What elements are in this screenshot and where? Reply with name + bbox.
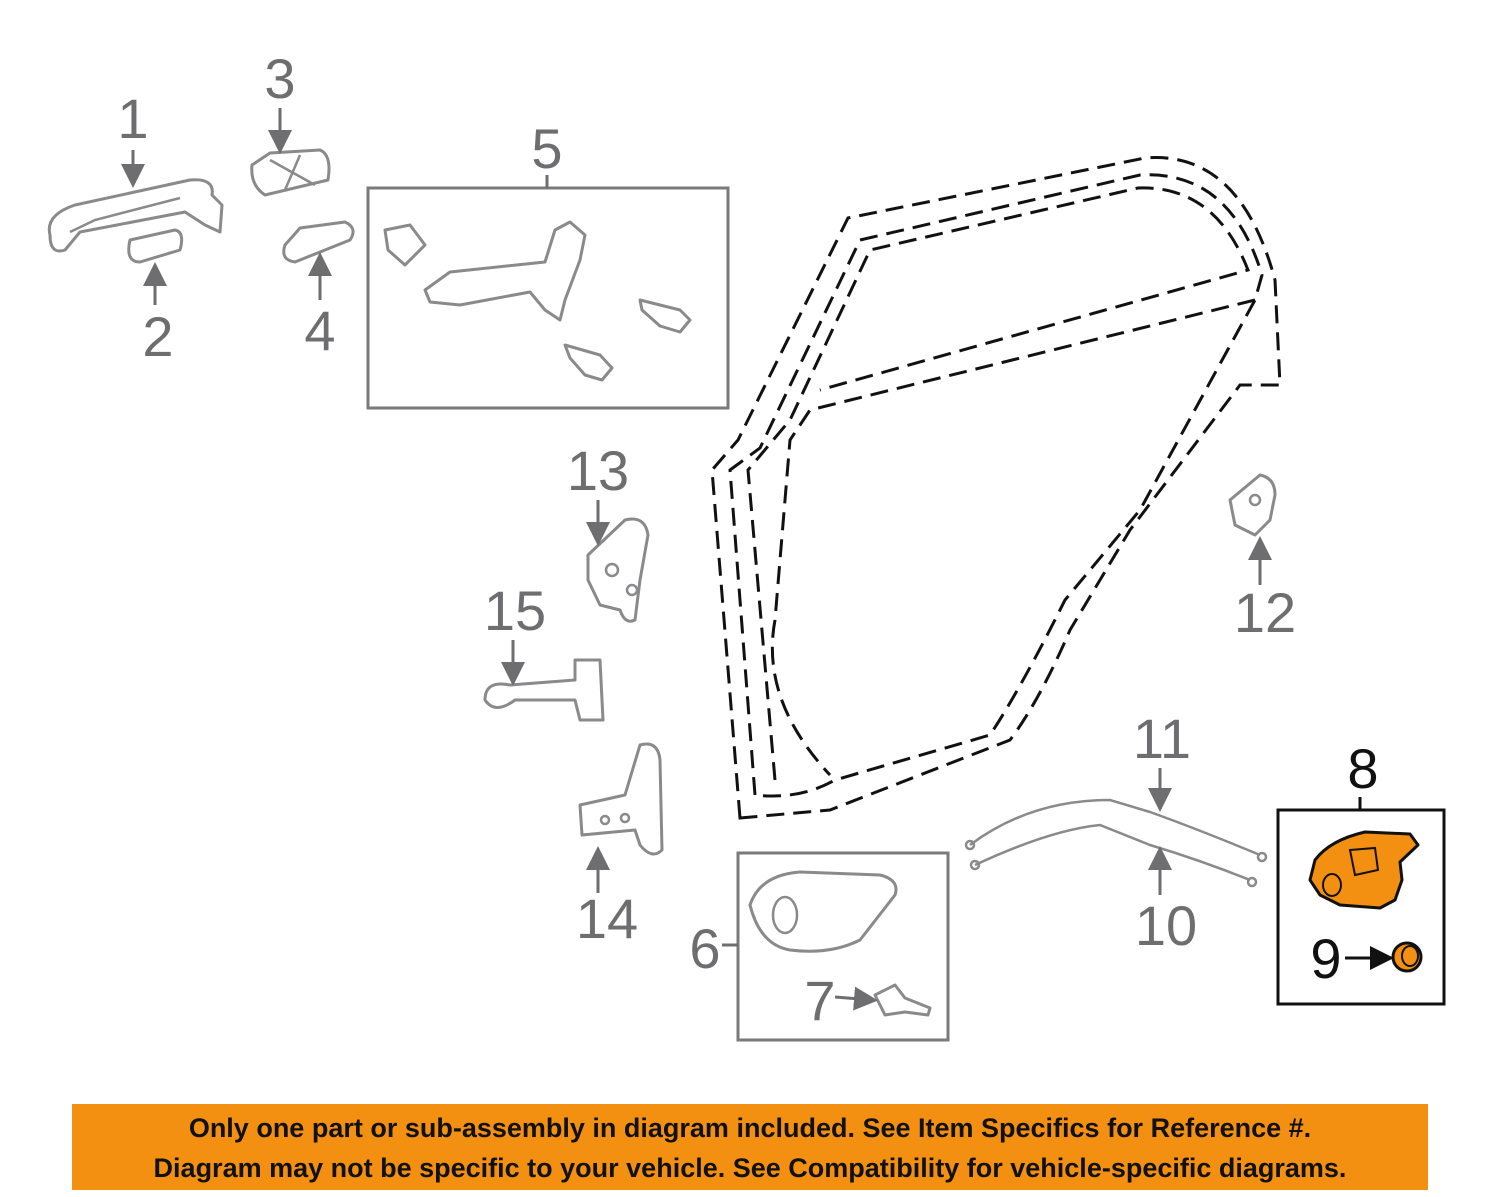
parts-diagram: 1 2 3 4 5 6 7 8 9 10 11 12 13 14 15 — [47, 47, 1446, 1042]
part-5-handle-frame — [383, 220, 692, 382]
part-15-door-check — [483, 658, 605, 722]
part-2-handle-pad — [127, 228, 184, 264]
callout-7: 7 — [804, 969, 835, 1032]
callout-10: 10 — [1135, 894, 1197, 957]
callout-12: 12 — [1234, 581, 1296, 644]
callout-1: 1 — [117, 87, 148, 150]
part-4-cover — [282, 220, 355, 264]
callout-15: 15 — [484, 579, 546, 642]
part-8-door-lock-actuator — [1308, 830, 1420, 910]
part-9-grommet — [1391, 941, 1423, 973]
callout-14: 14 — [576, 887, 638, 950]
part-7-clip — [873, 983, 932, 1017]
door-outline — [710, 156, 1282, 820]
callout-13: 13 — [567, 439, 629, 502]
disclaimer-line-2: Diagram may not be specific to your vehi… — [153, 1153, 1347, 1183]
callout-3: 3 — [264, 47, 295, 110]
callout-8: 8 — [1347, 737, 1378, 800]
disclaimer-banner: Only one part or sub-assembly in diagram… — [72, 1104, 1428, 1190]
disclaimer-line-1: Only one part or sub-assembly in diagram… — [188, 1113, 1312, 1143]
part-12-striker — [1228, 473, 1277, 537]
callout-4: 4 — [304, 299, 335, 362]
callout-2: 2 — [142, 305, 173, 368]
part-14-hinge — [578, 742, 664, 856]
part-1-outside-handle — [47, 178, 224, 253]
callout-9: 9 — [1310, 927, 1341, 990]
callout-arrows — [121, 108, 1394, 1011]
part-10-11-cables — [964, 798, 1268, 888]
part-3-cap — [250, 148, 331, 197]
callout-5: 5 — [531, 117, 562, 180]
part-6-inside-handle — [748, 870, 898, 953]
callout-11: 11 — [1133, 707, 1191, 770]
callout-6: 6 — [689, 917, 720, 980]
